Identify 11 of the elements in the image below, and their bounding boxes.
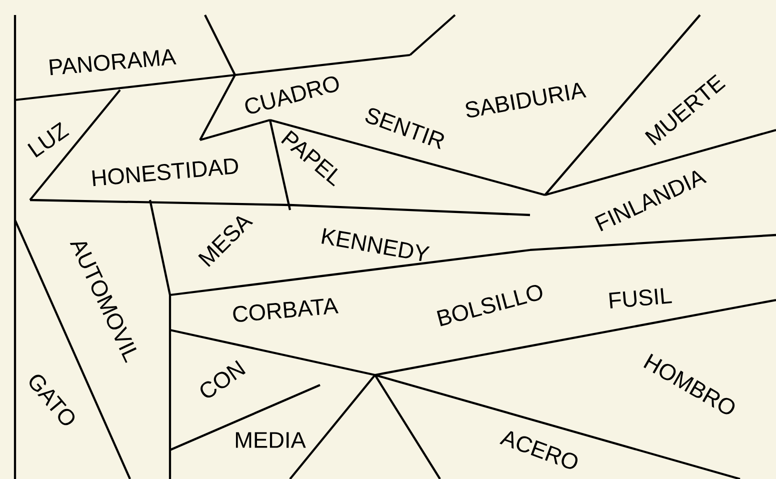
region-word: KENNEDY <box>322 228 430 262</box>
region-word: FUSIL <box>609 288 672 308</box>
region-word: CORBATA <box>233 298 339 322</box>
region-word: PANORAMA <box>49 49 176 76</box>
region-word: CON <box>200 360 246 398</box>
region-word: MEDIA <box>236 432 306 448</box>
region-word: LUZ <box>27 122 70 158</box>
region-word: CUADRO <box>245 76 339 114</box>
region-word: HONESTIDAD <box>92 158 238 186</box>
region-word: SABIDURIA <box>466 82 586 118</box>
region-word: ACERO <box>500 431 578 469</box>
